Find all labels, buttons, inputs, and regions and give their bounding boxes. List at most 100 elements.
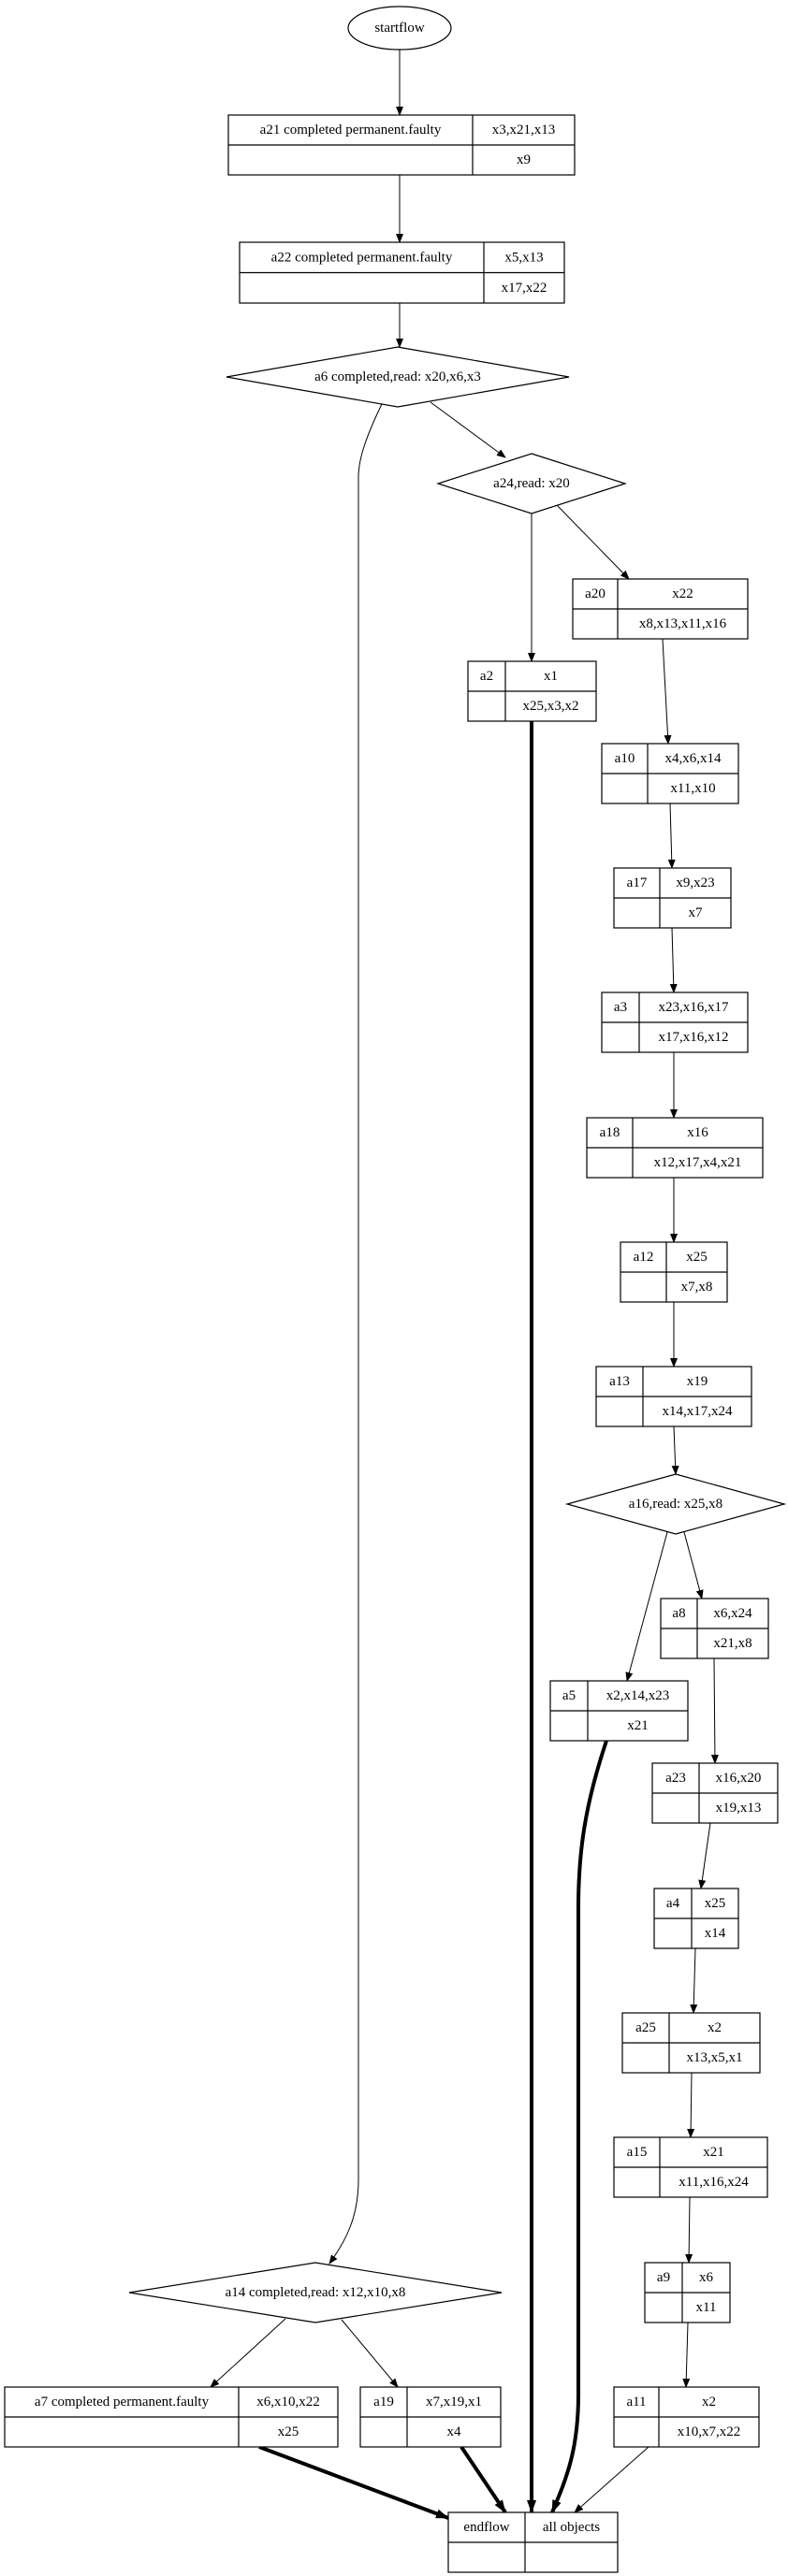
record-top-values: x4,x6,x14 xyxy=(665,751,722,766)
record-bottom-values: x11,x16,x24 xyxy=(679,2175,749,2190)
record-name: a22 completed permanent.faulty xyxy=(271,250,453,265)
record-bottom-values: x17,x22 xyxy=(502,281,547,296)
node-a24[interactable]: a24,read: x20 xyxy=(436,453,627,514)
record-top-values: x6,x24 xyxy=(713,1606,752,1621)
decision-diamond xyxy=(226,346,570,408)
edge-a9-to-a11 xyxy=(682,2322,691,2388)
decision-diamond xyxy=(564,1473,787,1535)
decision-label: a24,read: x20 xyxy=(493,476,570,491)
node-a16[interactable]: a16,read: x25,x8 xyxy=(564,1473,787,1535)
record-top-values: x3,x21,x13 xyxy=(492,123,556,137)
record-name: a10 xyxy=(615,751,635,766)
record-name: a4 xyxy=(666,1896,680,1911)
start-label: startflow xyxy=(374,21,424,36)
record-top-values: x16 xyxy=(687,1125,708,1140)
node-a19[interactable]: a19 x7,x19,x1 x4 xyxy=(359,2386,502,2448)
node-a11[interactable]: a11 x2 x10,x7,x22 xyxy=(613,2386,760,2448)
node-a4[interactable]: a4 x25 x14 xyxy=(653,1888,739,1949)
edge-a14-to-a7 xyxy=(210,2318,286,2388)
record-name: a23 xyxy=(665,1771,686,1786)
record-bottom-values: x7,x8 xyxy=(681,1280,713,1295)
record-top-values: x7,x19,x1 xyxy=(426,2395,482,2410)
record-top-values: x2,x14,x23 xyxy=(606,1688,670,1703)
node-a3[interactable]: a3 x23,x16,x17 x17,x16,x12 xyxy=(601,991,749,1053)
record-top-values: x16,x20 xyxy=(716,1771,762,1786)
node-a13[interactable]: a13 x19 x14,x17,x24 xyxy=(595,1366,752,1427)
record-top-values: x21 xyxy=(703,2145,724,2160)
node-a5[interactable]: a5 x2,x14,x23 x21 xyxy=(549,1680,689,1742)
record-name: a2 xyxy=(480,669,493,684)
record-bottom-values: x10,x7,x22 xyxy=(678,2424,741,2439)
record-bottom-values: x12,x17,x4,x21 xyxy=(654,1155,742,1170)
record-bottom-values: x11 xyxy=(696,2300,717,2315)
node-a7[interactable]: a7 completed permanent.faulty x6,x10,x22 x… xyxy=(4,2386,339,2448)
record-bottom-values: x13,x5,x1 xyxy=(687,2050,743,2065)
record-top-values: x19 xyxy=(687,1374,708,1389)
record-top-values: x25 xyxy=(686,1250,708,1265)
record-name: a18 xyxy=(600,1125,620,1140)
record-bottom-values: x25 xyxy=(278,2424,299,2439)
record-name: a13 xyxy=(609,1374,630,1389)
decision-diamond xyxy=(128,2262,503,2323)
record-name: a17 xyxy=(627,876,648,890)
edge-a7-to-endflow xyxy=(258,2445,449,2520)
decision-label: a14 completed,read: x12,x10,x8 xyxy=(226,2285,406,2300)
record-name: a12 xyxy=(634,1250,654,1265)
record-name: a25 xyxy=(635,2020,656,2035)
record-bottom-values: x7 xyxy=(689,905,704,920)
record-top-values: x2 xyxy=(702,2395,716,2410)
node-a12[interactable]: a12 x25 x7,x8 xyxy=(620,1241,728,1303)
record-name: a20 xyxy=(585,586,606,601)
edge-a20-to-a10 xyxy=(662,638,672,745)
edge-a5-to-endflow xyxy=(550,1740,608,2513)
edge-a15-to-a9 xyxy=(685,2196,693,2264)
node-a18[interactable]: a18 x16 x12,x17,x4,x21 xyxy=(586,1117,764,1179)
record-top-values: x6,x10,x22 xyxy=(256,2395,320,2410)
edge-a6-to-a24 xyxy=(430,401,506,458)
record-name: a3 xyxy=(614,1000,627,1015)
record-top-values: x22 xyxy=(672,586,693,601)
record-name: a11 xyxy=(626,2395,646,2410)
edge-a4-to-a25 xyxy=(690,1947,698,2014)
record-top-values: x25 xyxy=(705,1896,726,1911)
edge-a16-to-a8 xyxy=(683,1531,704,1599)
record-name: endflow xyxy=(463,2520,509,2535)
record-bottom-values: x8,x13,x11,x16 xyxy=(639,616,727,631)
edge-a16-to-a5 xyxy=(625,1531,668,1682)
start-ellipse xyxy=(347,6,452,51)
start-node[interactable]: startflow xyxy=(347,6,452,51)
record-bottom-values: x4 xyxy=(447,2424,462,2439)
edge-a10-to-a17 xyxy=(667,803,676,869)
record-top-values: x23,x16,x17 xyxy=(659,1000,730,1015)
record-bottom-values: x14,x17,x24 xyxy=(663,1404,734,1419)
node-a6[interactable]: a6 completed,read: x20,x6,x3 xyxy=(226,346,570,408)
record-bottom-values: x21,x8 xyxy=(713,1636,752,1651)
record-name: a7 completed permanent.faulty xyxy=(35,2395,210,2410)
record-top-values: x6 xyxy=(699,2270,714,2285)
record-name: a19 xyxy=(373,2395,394,2410)
record-name: a5 xyxy=(562,1688,576,1703)
record-bottom-values: x14 xyxy=(705,1926,726,1941)
record-bottom-values: x11,x10 xyxy=(670,781,715,796)
decision-label: a16,read: x25,x8 xyxy=(629,1497,722,1512)
node-a14[interactable]: a14 completed,read: x12,x10,x8 xyxy=(128,2262,503,2323)
record-bottom-values: x17,x16,x12 xyxy=(659,1030,729,1045)
node-a20[interactable]: a20 x22 x8,x13,x11,x16 xyxy=(572,578,749,640)
decision-label: a6 completed,read: x20,x6,x3 xyxy=(314,369,481,384)
edge-a19-to-endflow xyxy=(460,2445,507,2514)
node-a10[interactable]: a10 x4,x6,x14 x11,x10 xyxy=(601,743,739,804)
edge-a25-to-a15 xyxy=(687,2072,695,2138)
record-bottom-values: x21 xyxy=(627,1718,649,1733)
